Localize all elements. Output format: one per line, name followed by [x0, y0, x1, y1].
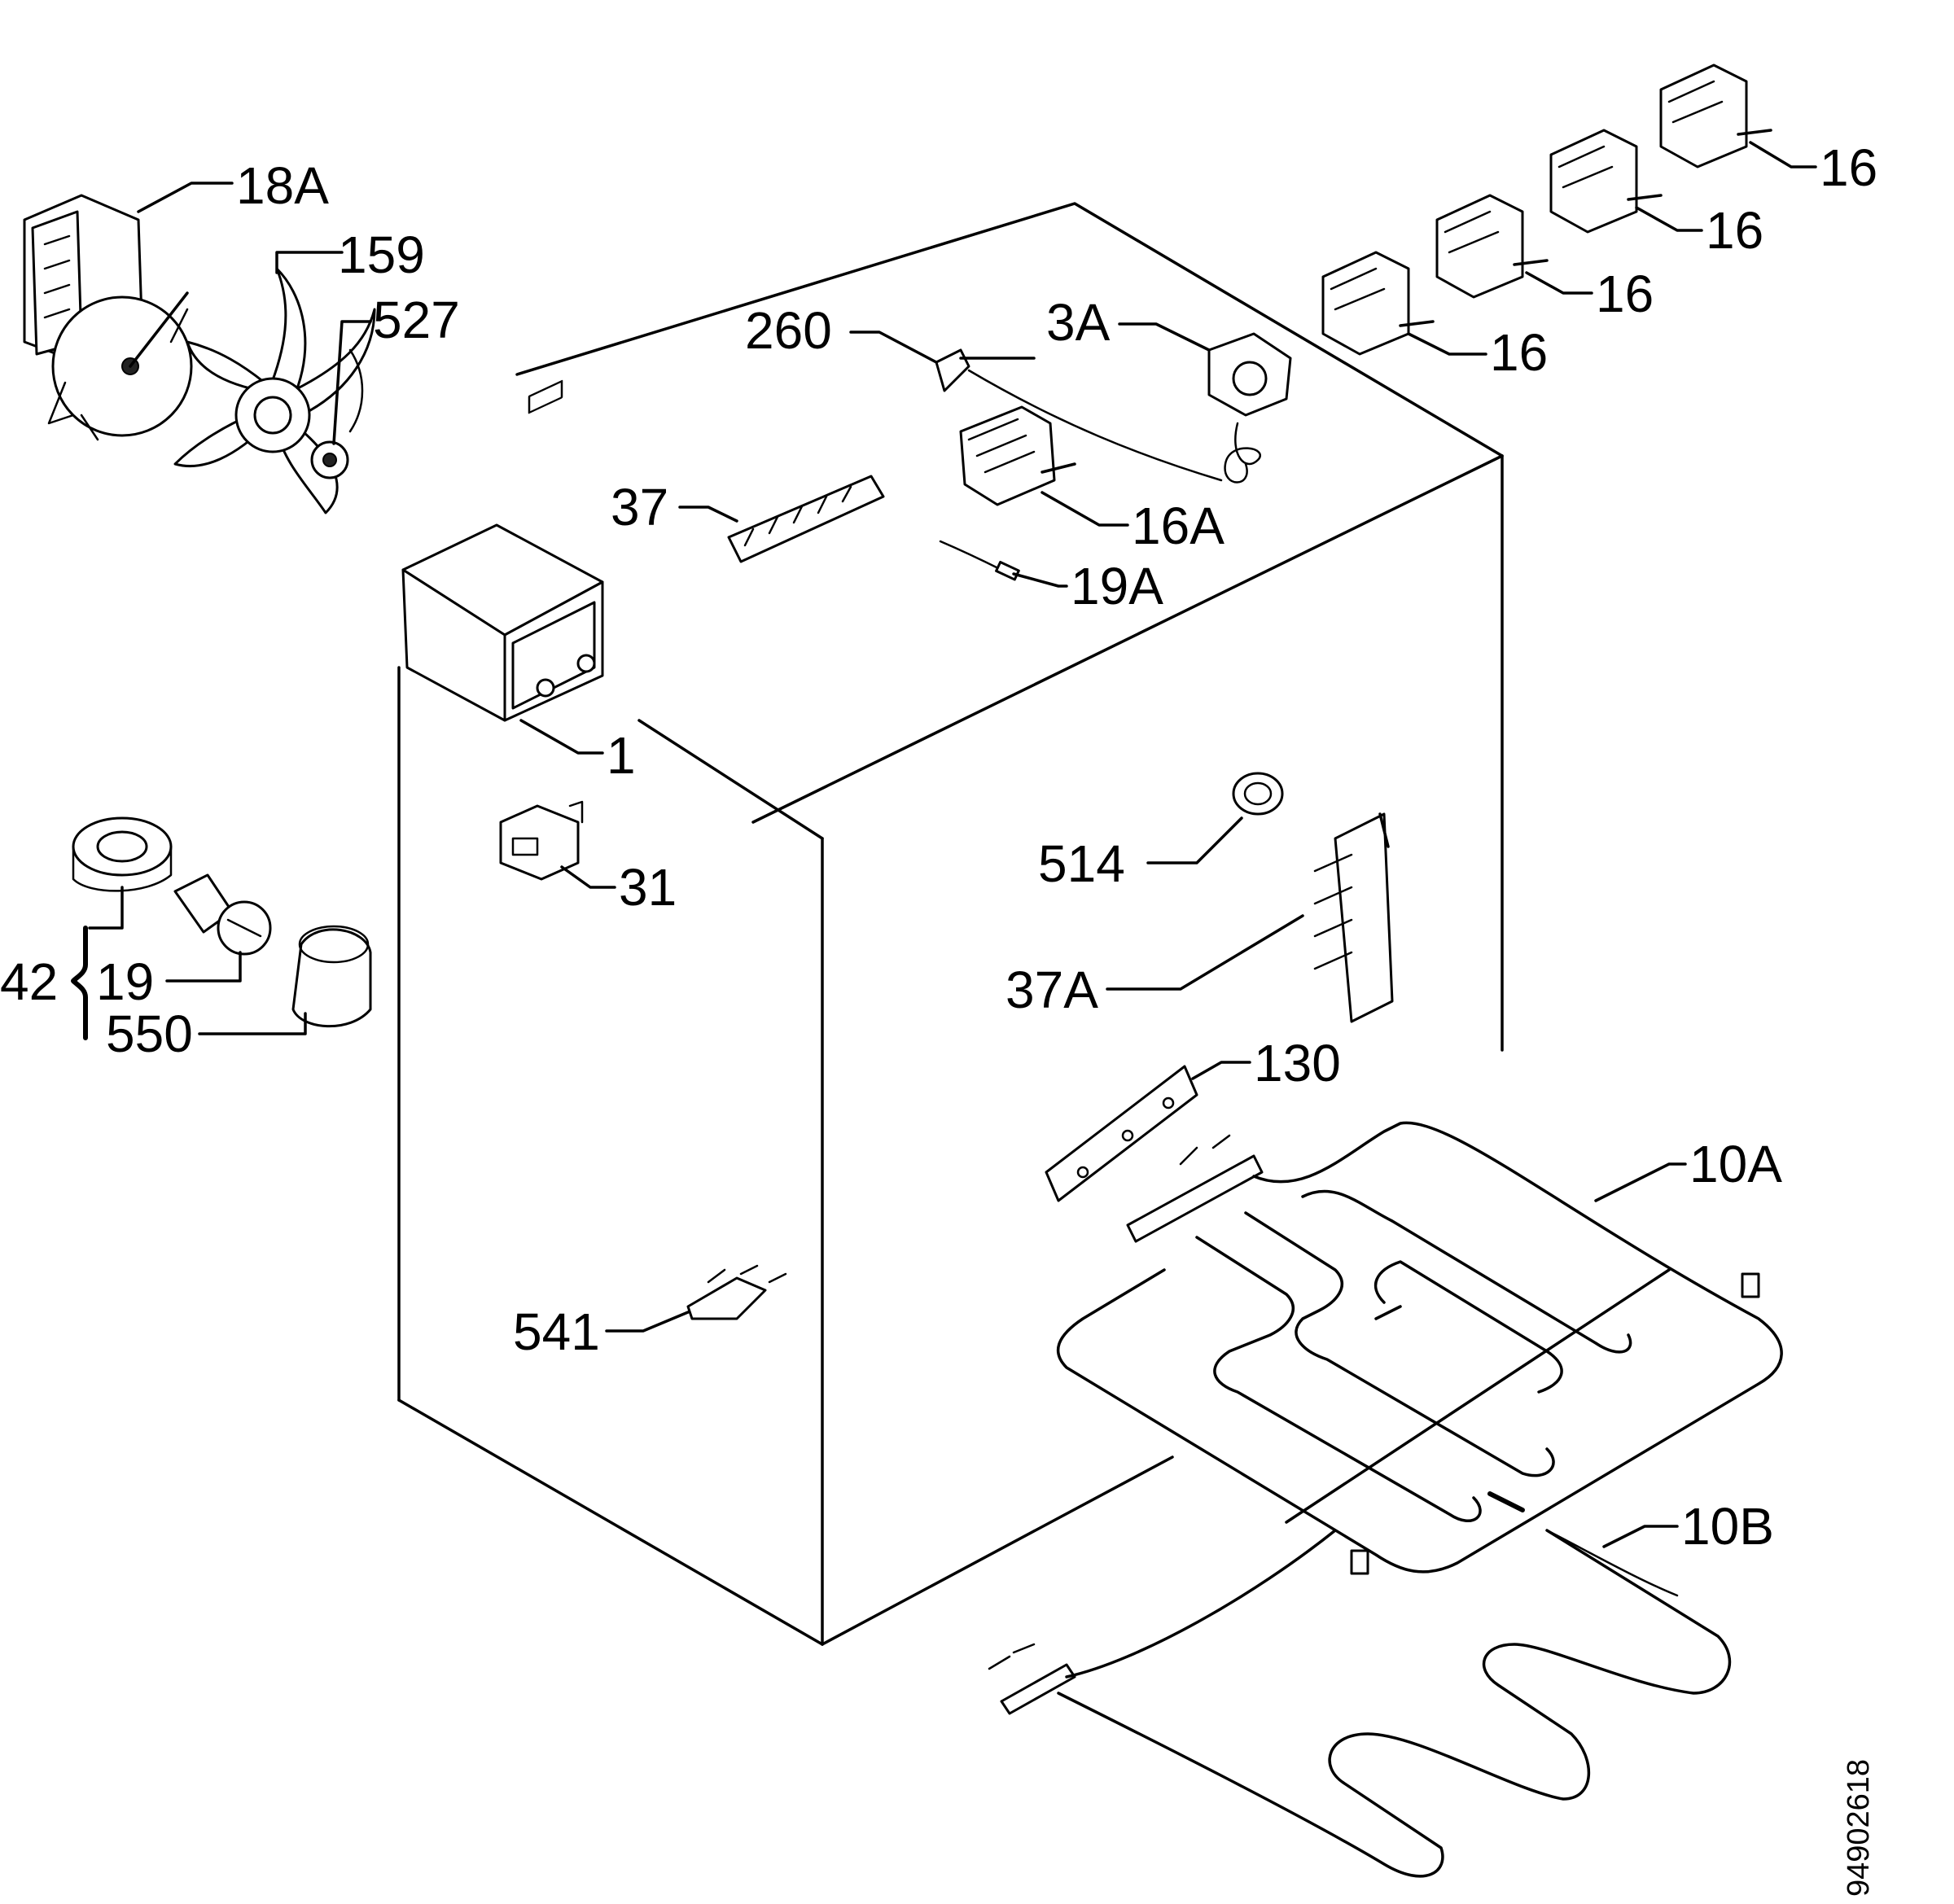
label-10a: 10A — [1689, 1135, 1782, 1193]
fan-blade-part — [173, 251, 376, 514]
connector-31-part — [499, 800, 616, 889]
label-19: 19 — [96, 952, 154, 1011]
thermostat-probe-part — [849, 330, 1223, 482]
label-550: 550 — [106, 1005, 193, 1063]
sensor-19a-part — [939, 540, 1068, 588]
label-19a: 19A — [1071, 557, 1163, 615]
label-16a: 16A — [1132, 497, 1225, 555]
cover-plate-part — [1045, 1061, 1251, 1202]
selector-switch-2-part — [1435, 194, 1593, 299]
terminal-block-part — [678, 475, 885, 563]
thermostat-part — [1118, 322, 1292, 484]
lamp-holder-part — [72, 816, 173, 892]
label-16-d: 16 — [1820, 138, 1877, 197]
label-18a: 18A — [236, 156, 329, 215]
label-37a: 37A — [1005, 961, 1098, 1019]
lamp-leaders — [71, 886, 307, 1040]
label-527: 527 — [373, 291, 460, 349]
label-159: 159 — [338, 225, 425, 284]
hinge-part — [605, 1264, 787, 1333]
oven-cabinet — [397, 202, 1504, 1646]
selector-switch-1-part — [1321, 251, 1487, 356]
grommet-part — [1146, 772, 1284, 864]
drawing-code: 94902618 — [1842, 1759, 1876, 1897]
bottom-element-part — [988, 1491, 1732, 1878]
label-514: 514 — [1038, 834, 1125, 893]
label-1: 1 — [607, 726, 636, 785]
label-10b: 10B — [1681, 1497, 1774, 1556]
lamp-cover-part — [291, 925, 372, 1028]
label-16-c: 16 — [1706, 201, 1763, 260]
terminal-strip-part — [1106, 812, 1394, 1023]
label-3a: 3A — [1046, 293, 1111, 352]
label-541: 541 — [513, 1302, 600, 1361]
fan-nut-part — [310, 320, 372, 479]
selector-switch-3-part — [1549, 129, 1703, 234]
label-16-a: 16 — [1490, 323, 1548, 382]
fan-motor-part — [23, 182, 234, 441]
label-130: 130 — [1254, 1034, 1341, 1092]
label-16-b: 16 — [1596, 265, 1654, 323]
grill-element-part — [1057, 1121, 1783, 1575]
label-31: 31 — [619, 858, 677, 917]
selector-switch-16a-part — [959, 405, 1129, 527]
lamp-bulb-part — [173, 873, 272, 956]
label-37: 37 — [611, 478, 668, 536]
label-42: 42 — [0, 952, 58, 1011]
control-timer-part — [401, 379, 604, 755]
selector-switch-4-part — [1659, 63, 1817, 169]
label-260: 260 — [745, 301, 832, 360]
callout-labels: 18A 159 527 260 3A 16 16 16 16 37 16A 19… — [0, 138, 1877, 1556]
